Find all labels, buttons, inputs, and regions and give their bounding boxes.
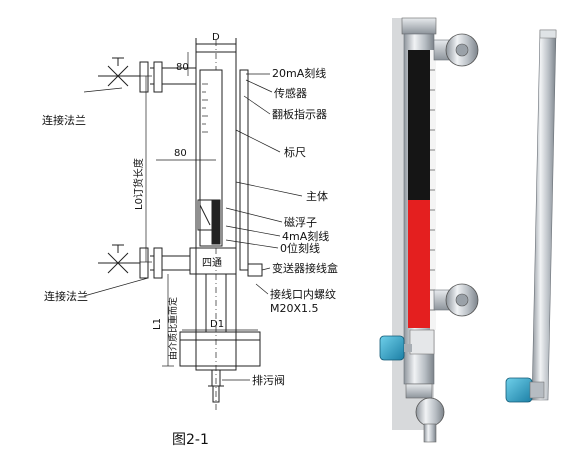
indicator-red-band: [408, 200, 430, 328]
label-thread-line2: M20X1.5: [270, 302, 319, 315]
label-scale: 标尺: [284, 145, 306, 159]
label-dim-80-mid: 80: [174, 148, 187, 159]
junction-box-right: [505, 377, 533, 403]
label-dim-d-top: D: [212, 32, 220, 43]
top-connecting-flange: [98, 57, 196, 93]
junction-box: [379, 335, 405, 361]
label-20ma-mark: 20mA刻线: [272, 66, 326, 80]
label-flange-top: 连接法兰: [42, 113, 86, 127]
label-min-density: 由介质比重而定: [167, 297, 179, 360]
transmitter-box-small: [247, 263, 263, 277]
label-zero-mark: 0位刻线: [280, 241, 320, 255]
label-order-length: L0订货长度: [132, 158, 145, 210]
label-magnetic-float: 磁浮子: [284, 216, 317, 229]
label-4ma-mark: 4mA刻线: [282, 229, 329, 243]
bottom-connecting-flange: [98, 244, 190, 279]
label-four-way: 四通: [202, 257, 222, 269]
label-flap-indicator: 翻板指示器: [272, 107, 327, 121]
label-dim-80-top: 80: [176, 62, 189, 73]
label-dim-d1: D1: [210, 319, 224, 330]
figure-caption: 图2-1: [172, 432, 209, 448]
drawing-labels: 20mA刻线 传感器 翻板指示器 标尺 主体 磁浮子 4mA刻线 0位刻线 变送…: [42, 32, 338, 448]
sensor-rod-photo: [505, 29, 557, 403]
name-plate: [409, 329, 435, 355]
sensor-strip: [239, 69, 249, 271]
label-transmitter-box: 变送器接线盒: [272, 261, 338, 275]
product-photo: [379, 17, 479, 443]
label-flange-bottom: 连接法兰: [44, 289, 88, 303]
indicator-black-band: [408, 50, 430, 200]
label-l1: L1: [152, 318, 163, 330]
label-main-body: 主体: [306, 189, 328, 203]
label-sensor: 传感器: [274, 87, 307, 100]
indicator-scale: [202, 83, 208, 133]
magnetic-float: [197, 199, 213, 231]
technical-drawing: [83, 38, 303, 410]
label-thread-line1: 接线口内螺纹: [270, 287, 336, 301]
bottom-flange: [179, 331, 261, 367]
label-drain-valve: 排污阀: [252, 373, 285, 387]
